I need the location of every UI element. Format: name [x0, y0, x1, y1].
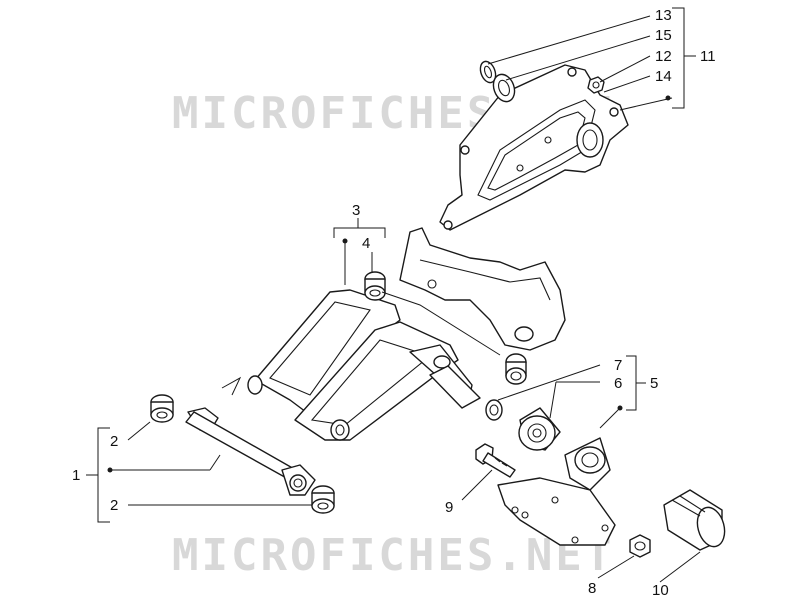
callout-13: 13: [655, 7, 672, 24]
part-3-swing-link: [247, 289, 473, 441]
callout-8: 8: [588, 580, 596, 597]
callout-2-top: 2: [110, 433, 118, 450]
callout-12: 12: [655, 48, 672, 65]
part-2-bush-top: [150, 394, 174, 423]
part-15-bearing: [492, 73, 516, 103]
part-12-nut: [587, 76, 605, 94]
watermark-bottom: MICROFICHES.NET: [172, 530, 614, 581]
callout-4: 4: [362, 235, 370, 252]
part-4-bush: [364, 271, 386, 301]
part-5-arm: [497, 437, 616, 546]
leader-lines: [86, 7, 701, 583]
part-1-pivot-shaft: [185, 407, 316, 496]
callout-2-bottom: 2: [110, 497, 118, 514]
engine-mount-cover: [399, 227, 566, 351]
part-8-nut: [629, 534, 651, 558]
part-13-ring: [479, 60, 497, 84]
callout-11: 11: [700, 48, 716, 65]
callout-14: 14: [655, 68, 672, 85]
part-2-bush-bottom: [311, 485, 335, 514]
callout-labels: 13 15 12 11 14 3 4 7 6 5 2 1 2 9 8 10: [72, 7, 716, 599]
callout-3: 3: [352, 202, 360, 219]
callout-15: 15: [655, 27, 672, 44]
part-9-bolt: [475, 443, 516, 478]
callout-1: 1: [72, 467, 80, 484]
callout-7: 7: [614, 357, 622, 374]
callout-5: 5: [650, 375, 658, 392]
callout-6: 6: [614, 375, 622, 392]
bracket-bush: [505, 353, 527, 385]
callout-9: 9: [445, 499, 453, 516]
part-10-cylinder: [663, 489, 726, 551]
part-11-bracket: [439, 64, 629, 231]
part-6-silentblock: [518, 407, 561, 451]
part-7-sleeve: [429, 365, 503, 421]
callout-10: 10: [652, 582, 669, 599]
